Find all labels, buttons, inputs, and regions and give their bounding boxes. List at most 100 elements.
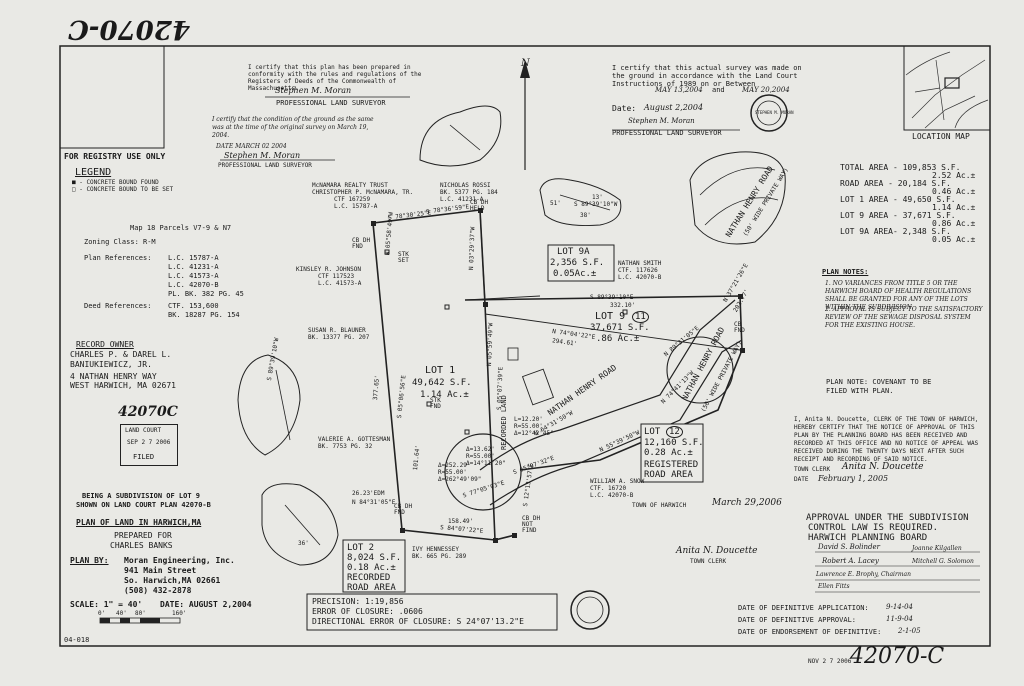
- covenant-note: PLAN NOTE: COVENANT TO BE FILED WITH PLA…: [826, 378, 932, 395]
- registry-label: FOR REGISTRY USE ONLY: [64, 152, 166, 161]
- distance-label: 332.10': [610, 302, 636, 309]
- filed-date: SEP 2 7 2006: [127, 439, 171, 446]
- lot12-sf: 12,160 S.F.: [644, 438, 704, 448]
- abutter-line: BK. 5377 PG. 184: [440, 189, 498, 196]
- deed-ref: CTF. 153,600: [168, 302, 219, 310]
- surveyor-seal: STEPHEN M. MORAN: [755, 110, 794, 115]
- precision: PRECISION: 1:19,856: [312, 597, 404, 606]
- survey-date: August 2,2004: [644, 103, 704, 112]
- ground-date: DATE MARCH 02 2004: [216, 143, 287, 150]
- survey-and: and: [712, 86, 725, 94]
- abutter-line: IVY HENNESSEY: [412, 546, 459, 553]
- curve-line: R=55.00': [438, 469, 467, 476]
- inset-label: 36': [298, 540, 309, 547]
- abutter-line: CTF. 16720: [590, 485, 627, 492]
- approval-line3: HARWICH PLANNING BOARD: [808, 533, 928, 543]
- area-lot9a: LOT 9A AREA- 2,348 S.F.: [840, 227, 951, 236]
- plan-refs-label: Plan References:: [84, 254, 152, 262]
- town-date: March 29,2006: [712, 498, 782, 508]
- monument-label: CB FND: [734, 321, 745, 334]
- legend-to-set: □ - CONCRETE BOUND TO BE SET: [72, 186, 174, 193]
- survey-to: MAY 20,2004: [742, 86, 790, 94]
- owner-line1: CHARLES P. & DAREL L.: [70, 350, 172, 359]
- abutter-blauner: SUSAN R. BLAUNER BK. 13377 PG. 207: [308, 327, 369, 341]
- bearing-label: N 84°31'05"E: [352, 499, 396, 506]
- inset-label: 38': [580, 212, 591, 219]
- plan-ref: L.C. 41573-A: [168, 272, 219, 280]
- firm-street: 941 Main Street: [124, 566, 197, 575]
- plan-notes-title: PLAN NOTES:: [822, 268, 869, 276]
- clerk-certificate: I, Anita N. Doucette, CLERK OF THE TOWN …: [794, 416, 979, 463]
- bearing-label: N 03°29'37"W: [468, 226, 477, 271]
- filed-stamp: LAND COURT SEP 2 7 2006 FILED: [120, 424, 178, 466]
- lot12-number: 12: [666, 426, 683, 438]
- curve-line: R=55.00': [466, 453, 495, 460]
- clerk-title: TOWN CLERK: [794, 466, 831, 473]
- bearing-label: N 05°59'49"W: [486, 322, 495, 367]
- lot9-label: LOT 9: [595, 311, 626, 322]
- abutter-line: CTF. 117626: [618, 267, 658, 274]
- curve-line: Δ=262°49'09": [438, 476, 482, 483]
- ground-cert: I certify that the condition of the grou…: [212, 116, 374, 139]
- monument-label: CB DH FND: [352, 237, 371, 250]
- board-signature: Ellen Fitts: [818, 583, 850, 590]
- definitive-approval-date: 11-9-04: [886, 615, 913, 623]
- lot2-road-area: ROAD AREA: [347, 583, 396, 593]
- plan-ref: L.C. 41231-A: [168, 263, 219, 271]
- town-of-label: TOWN OF HARWICH: [632, 502, 687, 509]
- plan-date: DATE: AUGUST 2,2004: [160, 600, 252, 609]
- abutter-line: SUSAN R. BLAUNER: [308, 327, 366, 334]
- abutter-line: L.C. 42070-B: [590, 492, 634, 499]
- clerk-date-label: DATE: [794, 476, 809, 483]
- board-signature: Joanne Kilgallen: [912, 545, 962, 552]
- subdivision-line1: BEING A SUBDIVISION OF LOT 9: [82, 492, 201, 500]
- survey-date-label: Date:: [612, 104, 637, 113]
- subdivision-line2: SHOWN ON LAND COURT PLAN 42070-B: [76, 501, 211, 509]
- definitive-approval-label: DATE OF DEFINITIVE APPROVAL:: [738, 616, 857, 624]
- zoning-class: Zoning Class: R-M: [84, 238, 156, 246]
- area-road-ac: 0.46 Ac.±: [932, 187, 976, 196]
- definitive-application-label: DATE OF DEFINITIVE APPLICATION:: [738, 604, 869, 612]
- owner-line2: BANIUKIEWICZ, JR.: [70, 360, 152, 369]
- abutter-smith: NATHAN SMITH CTF. 117626 L.C. 42070-B: [618, 260, 661, 281]
- area-lot9: LOT 9 AREA - 37,671 S.F.: [840, 211, 956, 220]
- area-road: ROAD AREA - 20,184 S.F.: [840, 179, 951, 188]
- survey-title: PROFESSIONAL LAND SURVEYOR: [612, 129, 722, 137]
- lot1-sf: 49,642 S.F.: [412, 378, 472, 388]
- abutter-line: L.C. 41573-A: [318, 280, 362, 287]
- legend-found: ■ - CONCRETE BOUND FOUND: [72, 179, 159, 186]
- abutter-line: McNAMARA REALTY TRUST: [312, 182, 388, 189]
- survey-signature: Stephen M. Moran: [628, 117, 695, 125]
- lot1-label: LOT 1: [425, 365, 456, 376]
- curve-data: Δ=13.62' R=55.00' Δ=14°11'20": [466, 446, 506, 467]
- filing-number: 42070C: [118, 404, 178, 420]
- abutter-line: VALERIE A. GOTTESMAN: [318, 436, 391, 443]
- abutter-line: L.C. 15787-A: [334, 203, 378, 210]
- abutter-hennessey: IVY HENNESSEY BK. 665 PG. 289: [412, 546, 466, 560]
- owner-line4: WEST HARWICH, MA 02671: [70, 381, 176, 390]
- abutter-line: NATHAN SMITH: [618, 260, 662, 267]
- plan-number-top: 42070-C: [68, 14, 190, 44]
- plan-note-2: 2. APPROVAL IS SUBJECT TO THE SATISFACTO…: [825, 306, 983, 329]
- abutter-line: BK. 665 PG. 289: [412, 553, 467, 560]
- board-signature: Lawrence E. Brophy, Chairman: [816, 571, 911, 578]
- abutter-line: CTF 117523: [318, 273, 355, 280]
- firm-city: So. Harwich,MA 02661: [124, 576, 221, 585]
- lot9a-ac: 0.05Ac.±: [553, 269, 597, 279]
- sheet-id: 04-018: [64, 636, 90, 644]
- conformity-cert: I certify that this plan has been prepar…: [248, 64, 422, 92]
- scale-tick: 0': [98, 610, 106, 617]
- scale-tick: 160': [172, 610, 187, 617]
- town-clerk-title: TOWN CLERK: [690, 558, 727, 565]
- north-arrow-label: N: [521, 58, 530, 69]
- lot2-ac: 0.18 Ac.±: [347, 563, 396, 573]
- conformity-title: PROFESSIONAL LAND SURVEYOR: [276, 99, 386, 107]
- ground-signature: Stephen M. Moran: [224, 151, 301, 160]
- lot1-ac: 1.14 Ac.±: [420, 390, 469, 400]
- abutter-line: CHRISTOPHER P. McNAMARA, TR.: [312, 189, 414, 196]
- stamp-date: NOV 2 7 2006: [808, 658, 852, 665]
- abutter-gottesman: VALERIE A. GOTTESMAN BK. 7753 PG. 32: [318, 436, 390, 450]
- lot9-ac: .86 Ac.±: [596, 334, 640, 344]
- filed-court: LAND COURT: [125, 427, 162, 434]
